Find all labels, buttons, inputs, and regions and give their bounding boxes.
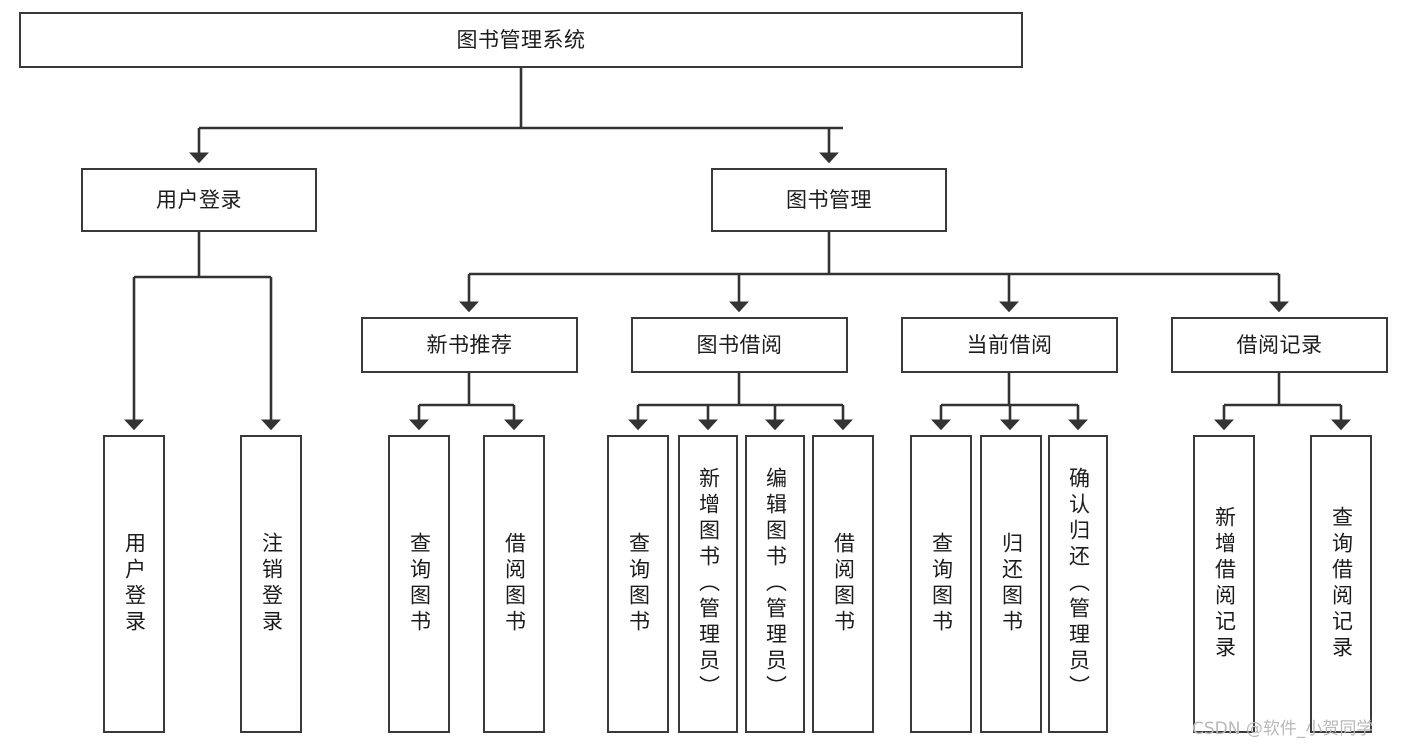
node-leaf-query-book-3[interactable]: 查询图书	[910, 435, 972, 733]
node-leaf-return-book[interactable]: 归还图书	[980, 435, 1042, 733]
node-label: 查询图书	[407, 532, 432, 636]
node-label: 图书管理系统	[456, 27, 586, 52]
node-label: 用户登录	[156, 187, 242, 212]
node-leaf-query-book-1[interactable]: 查询图书	[388, 435, 450, 733]
node-user-login[interactable]: 用户登录	[81, 168, 317, 232]
node-label: 查询图书	[626, 532, 651, 636]
node-label: 图书管理	[786, 187, 872, 212]
node-label: 借阅图书	[502, 532, 527, 636]
node-leaf-confirm-return-admin[interactable]: 确认归还（管理员）	[1048, 435, 1108, 733]
node-leaf-edit-book-admin[interactable]: 编辑图书（管理员）	[745, 435, 805, 733]
node-borrow-record[interactable]: 借阅记录	[1171, 317, 1388, 373]
node-leaf-borrow-book-2[interactable]: 借阅图书	[812, 435, 874, 733]
node-leaf-add-borrow-record[interactable]: 新增借阅记录	[1193, 435, 1255, 733]
node-label: 查询借阅记录	[1329, 506, 1354, 662]
node-label: 查询图书	[929, 532, 954, 636]
node-label: 注销登录	[259, 532, 284, 636]
node-leaf-add-book-admin[interactable]: 新增图书（管理员）	[678, 435, 738, 733]
node-label: 确认归还（管理员）	[1066, 467, 1091, 701]
node-leaf-borrow-book-1[interactable]: 借阅图书	[483, 435, 545, 733]
node-label: 编辑图书（管理员）	[763, 467, 788, 701]
node-leaf-query-book-2[interactable]: 查询图书	[607, 435, 669, 733]
node-label: 借阅图书	[831, 532, 856, 636]
node-label: 用户登录	[122, 532, 147, 636]
node-label: 新增借阅记录	[1212, 506, 1237, 662]
node-root-system[interactable]: 图书管理系统	[19, 12, 1023, 68]
node-new-book-recommend[interactable]: 新书推荐	[361, 317, 578, 373]
node-label: 借阅记录	[1236, 332, 1323, 357]
node-leaf-user-login[interactable]: 用户登录	[103, 435, 165, 733]
node-book-manage[interactable]: 图书管理	[711, 168, 947, 232]
node-label: 图书借阅	[696, 332, 783, 357]
node-label: 当前借阅	[966, 332, 1053, 357]
node-leaf-query-borrow-record[interactable]: 查询借阅记录	[1310, 435, 1372, 733]
node-label: 新增图书（管理员）	[696, 467, 721, 701]
node-label: 归还图书	[999, 532, 1024, 636]
node-current-borrow[interactable]: 当前借阅	[901, 317, 1118, 373]
node-book-borrow[interactable]: 图书借阅	[631, 317, 848, 373]
node-label: 新书推荐	[426, 332, 513, 357]
node-leaf-user-logout[interactable]: 注销登录	[240, 435, 302, 733]
